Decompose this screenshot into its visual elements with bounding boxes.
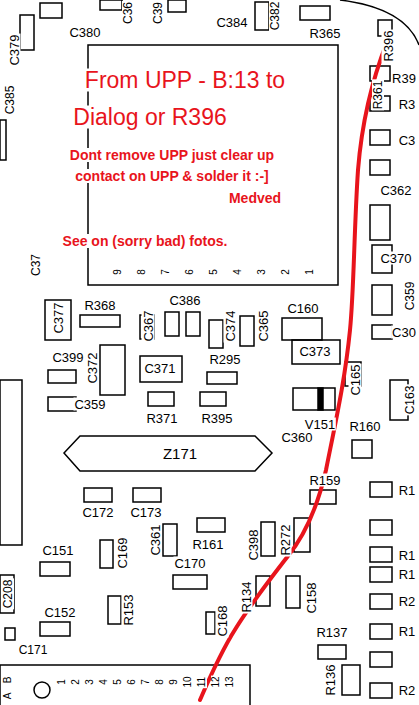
part-label: 13	[225, 675, 235, 688]
part-label: C361	[149, 523, 162, 556]
part-label: R395	[200, 412, 233, 425]
part-label: 8	[155, 678, 165, 686]
part-label: C374	[224, 309, 237, 342]
part-label: R1	[398, 568, 417, 581]
part-label: R153	[122, 593, 135, 626]
part-label: C380	[68, 26, 101, 39]
part-label: R368	[83, 299, 116, 312]
part-label: C367	[142, 309, 155, 342]
part-label: C36	[122, 1, 134, 25]
part-label: C152	[43, 606, 76, 619]
part-label: R134	[240, 580, 253, 613]
part-label: C379	[8, 33, 21, 66]
part-label: R1	[398, 625, 417, 638]
part-label: 11	[197, 676, 207, 688]
side-connector	[0, 380, 22, 545]
part-label: C384	[215, 16, 248, 29]
part-label: C359	[73, 398, 106, 411]
part-label: 9	[113, 268, 123, 276]
part-label: C37	[30, 253, 42, 277]
part-label: C377	[52, 301, 65, 334]
part-label: 3	[257, 268, 267, 276]
part-label: C399	[51, 351, 84, 364]
part-label: C373	[298, 345, 331, 358]
part-label: 1	[57, 678, 67, 686]
part-label: R365	[308, 27, 341, 40]
part-label: C39	[152, 1, 164, 25]
part-label: R396	[382, 29, 395, 62]
part-label: R361	[372, 80, 384, 111]
part-label: R160	[348, 420, 381, 433]
part-label: C208	[2, 579, 14, 610]
part-label: C172	[81, 506, 114, 519]
part-label: C169	[116, 536, 129, 569]
part-label: C170	[173, 557, 206, 570]
crystal-outline	[64, 436, 272, 471]
part-label: R136	[324, 663, 337, 696]
part-label: C163	[404, 385, 416, 416]
part-label: C372	[86, 351, 99, 384]
part-label: 1	[305, 268, 315, 276]
part-label: 12	[211, 675, 221, 688]
part-label: 3	[85, 678, 95, 686]
part-label: 6	[127, 678, 137, 686]
part-label: R159	[308, 474, 341, 487]
part-label: R2	[398, 684, 417, 697]
board-edge	[340, 0, 419, 45]
part-label: R1	[398, 549, 417, 562]
part-label: R295	[208, 353, 241, 366]
part-label: C173	[129, 506, 162, 519]
part-label: 2	[281, 268, 291, 276]
part-label: 7	[141, 678, 151, 686]
part-label: C168	[216, 604, 229, 637]
part-label: R161	[191, 538, 224, 551]
part-label: A	[3, 692, 13, 701]
part-label: 4	[99, 678, 109, 686]
part-label: C160	[286, 302, 319, 315]
part-label: C151	[41, 544, 74, 557]
part-label: R39	[391, 72, 417, 85]
red-trace-marker	[200, 42, 387, 700]
part-label: R137	[315, 626, 348, 639]
part-label: C362	[379, 184, 412, 197]
annotation-note: contact on UPP & solder it :-]	[74, 169, 269, 183]
part-label: C359	[404, 281, 416, 312]
part-label: C360	[280, 431, 313, 444]
annotation-note: Dont remove UPP just clear up	[69, 148, 275, 162]
part-label: R371	[145, 412, 178, 425]
part-label: 5	[113, 678, 123, 686]
part-label: 5	[209, 268, 219, 276]
part-label: C398	[247, 528, 260, 561]
part-label: C3	[398, 134, 417, 147]
part-label: C370	[379, 252, 412, 265]
part-label: Z171	[162, 446, 198, 461]
part-label: C386	[168, 294, 201, 307]
part-label: C171	[18, 644, 49, 656]
part-label: R3	[398, 98, 417, 111]
part-label: C385	[4, 85, 16, 116]
part-label: 8	[137, 268, 147, 276]
part-label: C165	[349, 363, 362, 396]
annotation-note: Medved	[228, 191, 282, 205]
part-label: 9	[169, 678, 179, 686]
part-label: R1	[398, 484, 417, 497]
part-label: C158	[305, 581, 318, 614]
part-label: R272	[279, 523, 292, 556]
part-label: C371	[143, 362, 176, 375]
annotation-note: From UPP - B:13 to	[84, 69, 286, 92]
part-label: 10	[183, 675, 193, 688]
annotation-note: Dialog or R396	[72, 106, 227, 129]
annotation-note: See on (sorry bad) fotos.	[62, 234, 229, 248]
part-label: 6	[185, 268, 195, 276]
part-label: 7	[161, 268, 171, 276]
part-label: C382	[269, 1, 281, 32]
part-label: 4	[233, 268, 243, 276]
part-label: C365	[257, 309, 270, 342]
part-label: B	[3, 676, 13, 685]
part-label: C30	[391, 326, 417, 339]
part-label: V151	[304, 418, 336, 431]
part-label: R2	[398, 595, 417, 608]
part-label: 2	[71, 678, 81, 686]
